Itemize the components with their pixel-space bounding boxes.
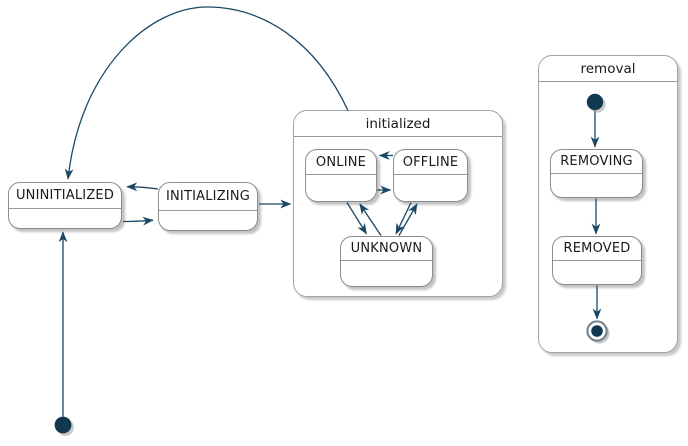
- state-uninitialized-label: UNINITIALIZED: [9, 183, 121, 209]
- state-removed-label: REMOVED: [553, 237, 641, 261]
- state-online-label: ONLINE: [306, 150, 376, 175]
- state-initializing: INITIALIZING: [158, 182, 258, 231]
- composite-initialized-title: initialized: [294, 111, 502, 137]
- state-online: ONLINE: [305, 149, 377, 202]
- transition-uninitialized-to-initializing: [122, 216, 154, 226]
- state-initializing-label: INITIALIZING: [159, 183, 257, 211]
- initial-state-icon: [54, 416, 74, 436]
- state-online-body: [306, 175, 376, 201]
- state-removing-label: REMOVING: [551, 150, 642, 174]
- state-uninitialized: UNINITIALIZED: [8, 182, 122, 229]
- state-offline: OFFLINE: [393, 149, 468, 202]
- state-unknown-label: UNKNOWN: [341, 237, 432, 261]
- state-removed-body: [553, 261, 641, 284]
- state-uninitialized-body: [9, 209, 121, 228]
- state-removing: REMOVING: [550, 149, 643, 198]
- transition-initializing-to-uninitialized: [126, 182, 159, 192]
- composite-state-removal: removal: [538, 55, 678, 353]
- state-initializing-body: [159, 211, 257, 230]
- state-unknown-body: [341, 261, 432, 286]
- state-offline-label: OFFLINE: [394, 150, 467, 175]
- state-removing-body: [551, 174, 642, 197]
- state-unknown: UNKNOWN: [340, 236, 433, 287]
- state-offline-body: [394, 175, 467, 201]
- composite-removal-title: removal: [539, 56, 677, 82]
- state-removed: REMOVED: [552, 236, 642, 285]
